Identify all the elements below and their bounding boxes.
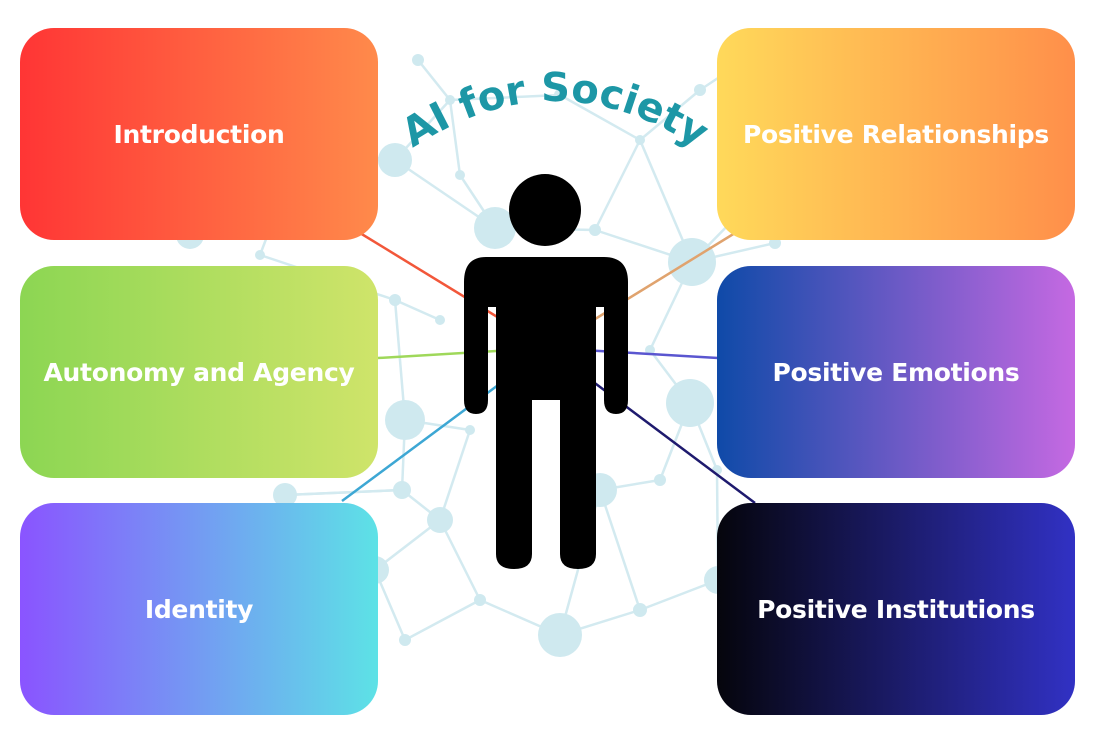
topic-box-positive-emotions: Positive Emotions: [717, 266, 1075, 478]
page-title: AI for Society: [394, 65, 716, 157]
topic-label: Positive Emotions: [772, 357, 1020, 387]
topic-label: Positive Relationships: [743, 119, 1049, 149]
person-silhouette-icon: [464, 174, 628, 569]
topic-box-positive-relationships: Positive Relationships: [717, 28, 1075, 240]
topic-label: Identity: [144, 594, 254, 624]
topic-box-identity: Identity: [20, 503, 378, 715]
topic-box-introduction: Introduction: [20, 28, 378, 240]
topic-label: Autonomy and Agency: [43, 357, 355, 387]
topic-box-positive-institutions: Positive Institutions: [717, 503, 1075, 715]
topic-label: Positive Institutions: [757, 594, 1035, 624]
topic-box-autonomy-and-agency: Autonomy and Agency: [20, 266, 378, 478]
topic-label: Introduction: [113, 119, 285, 149]
